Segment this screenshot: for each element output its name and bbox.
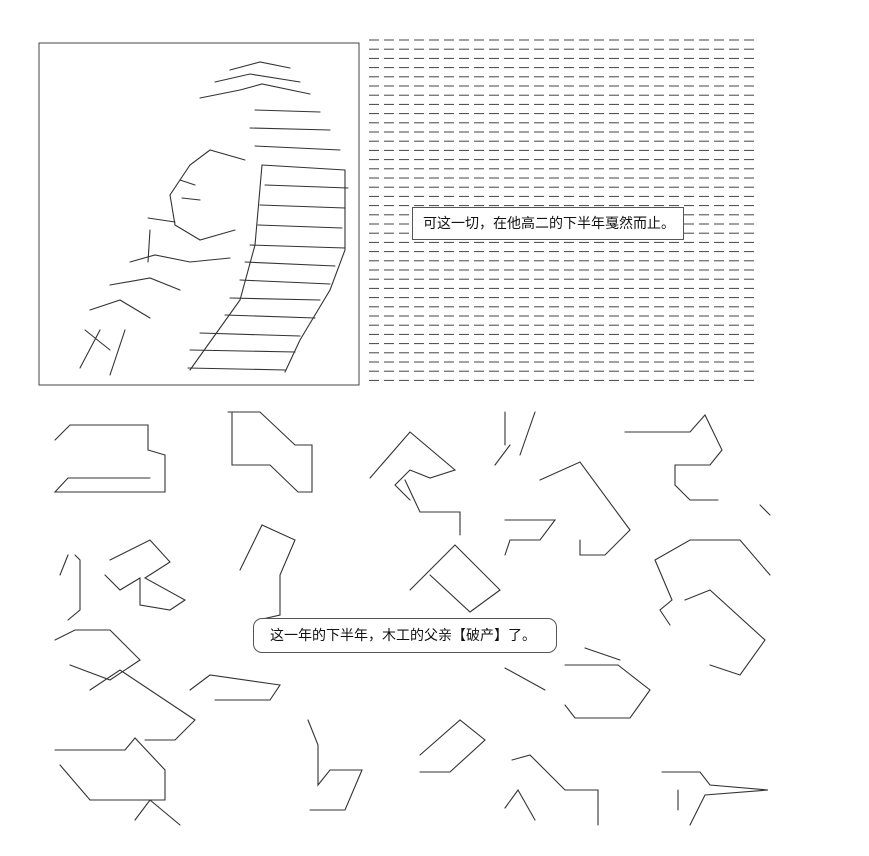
portrait-frame: [38, 42, 360, 386]
portrait-figure: [79, 61, 349, 376]
scattered-fragments: [53, 411, 771, 826]
caption-bottom-text: 这一年的下半年，木工的父亲【破产】了。: [270, 628, 536, 644]
dash-texture: [369, 39, 754, 381]
caption-bottom: 这一年的下半年，木工的父亲【破产】了。: [253, 618, 557, 653]
caption-top: 可这一切，在他高二的下半年戛然而止。: [412, 207, 684, 240]
caption-top-text: 可这一切，在他高二的下半年戛然而止。: [423, 216, 675, 232]
